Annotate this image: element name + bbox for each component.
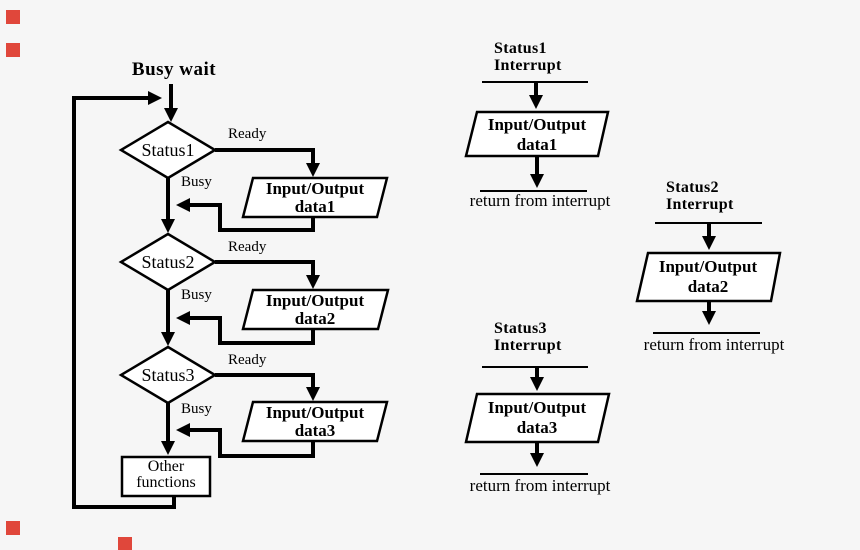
decision-status2 bbox=[118, 232, 218, 292]
io-label-line2: data2 bbox=[294, 309, 336, 328]
arrowhead-down-icon bbox=[306, 163, 320, 177]
arrowhead-down-icon bbox=[161, 219, 175, 233]
interrupt-title-line1: Status3 bbox=[494, 320, 547, 337]
interrupt-title-line1: Status1 bbox=[494, 40, 547, 57]
io-label-line2: data3 bbox=[516, 418, 558, 437]
arrowhead-down-icon bbox=[530, 174, 544, 188]
watermark-square bbox=[118, 537, 132, 550]
arrowhead-down-icon bbox=[161, 332, 175, 346]
decision-label-status2: Status2 bbox=[141, 252, 195, 272]
interrupt1-return-label: return from interrupt bbox=[469, 191, 611, 210]
decision-label-status1: Status1 bbox=[141, 140, 195, 160]
io-shape-data2 bbox=[241, 288, 390, 331]
other-functions-line1: Other bbox=[147, 458, 185, 475]
io-label-line2: data1 bbox=[516, 135, 558, 154]
arrowhead-left-icon bbox=[176, 198, 190, 212]
io-label-line1: Input/Output bbox=[265, 291, 365, 310]
branch-label-ready: Ready bbox=[228, 352, 267, 368]
io-label-line2: data1 bbox=[294, 197, 336, 216]
decision-label-status3: Status3 bbox=[141, 365, 195, 385]
arrowhead-left-icon bbox=[176, 311, 190, 325]
branch-label-ready: Ready bbox=[228, 126, 267, 142]
arrowhead-down-icon bbox=[530, 377, 544, 391]
interrupt-title-line2: Interrupt bbox=[494, 337, 562, 354]
arrowhead-down-icon bbox=[529, 95, 543, 109]
arrowhead-left-icon bbox=[176, 423, 190, 437]
arrowhead-down-icon bbox=[702, 236, 716, 250]
arrowhead-down-icon bbox=[530, 453, 544, 467]
connector-io2-return bbox=[189, 316, 315, 345]
decision-status1 bbox=[118, 120, 218, 180]
connector-status1-ready bbox=[215, 148, 315, 165]
arrowhead-down-icon bbox=[164, 108, 178, 122]
io-label-line1: Input/Output bbox=[487, 398, 587, 417]
decision-status3 bbox=[118, 345, 218, 405]
branch-label-ready: Ready bbox=[228, 239, 267, 255]
interrupt3-return-label: return from interrupt bbox=[469, 476, 611, 495]
watermark-square bbox=[6, 10, 20, 24]
arrowhead-right-icon bbox=[148, 91, 162, 105]
io-shape-interrupt1 bbox=[464, 110, 610, 158]
connector-status2-ready bbox=[215, 260, 315, 277]
io-label-line1: Input/Output bbox=[265, 403, 365, 422]
branch-label-busy: Busy bbox=[181, 287, 212, 303]
interrupt-title-line2: Interrupt bbox=[494, 57, 562, 74]
io-label-line1: Input/Output bbox=[658, 257, 758, 276]
io-shape-data1 bbox=[241, 176, 389, 219]
io-label-line2: data2 bbox=[687, 277, 729, 296]
arrowhead-down-icon bbox=[306, 275, 320, 289]
io-label-line1: Input/Output bbox=[487, 115, 587, 134]
watermark-square bbox=[6, 43, 20, 57]
connector-loop-back bbox=[72, 96, 176, 509]
arrowhead-down-icon bbox=[161, 441, 175, 455]
interrupt-title-line2: Interrupt bbox=[666, 196, 734, 213]
io-shape-data3 bbox=[241, 400, 389, 443]
process-box-other-functions bbox=[120, 455, 212, 498]
connector-io1-return bbox=[189, 203, 315, 232]
io-shape-interrupt2 bbox=[635, 251, 782, 303]
interrupt-title-line1: Status2 bbox=[666, 179, 719, 196]
io-shape-interrupt3 bbox=[464, 392, 611, 444]
busy-wait-title: Busy wait bbox=[131, 59, 217, 80]
other-functions-line2: functions bbox=[136, 474, 196, 491]
connector-io3-return bbox=[189, 428, 315, 458]
branch-label-busy: Busy bbox=[181, 174, 212, 190]
branch-label-busy: Busy bbox=[181, 401, 212, 417]
io-label-line2: data3 bbox=[294, 421, 336, 440]
interrupt2-return-label: return from interrupt bbox=[643, 335, 785, 354]
arrowhead-down-icon bbox=[702, 311, 716, 325]
connector-status3-ready bbox=[215, 373, 315, 389]
watermark-square bbox=[6, 521, 20, 535]
io-label-line1: Input/Output bbox=[265, 179, 365, 198]
arrowhead-down-icon bbox=[306, 387, 320, 401]
